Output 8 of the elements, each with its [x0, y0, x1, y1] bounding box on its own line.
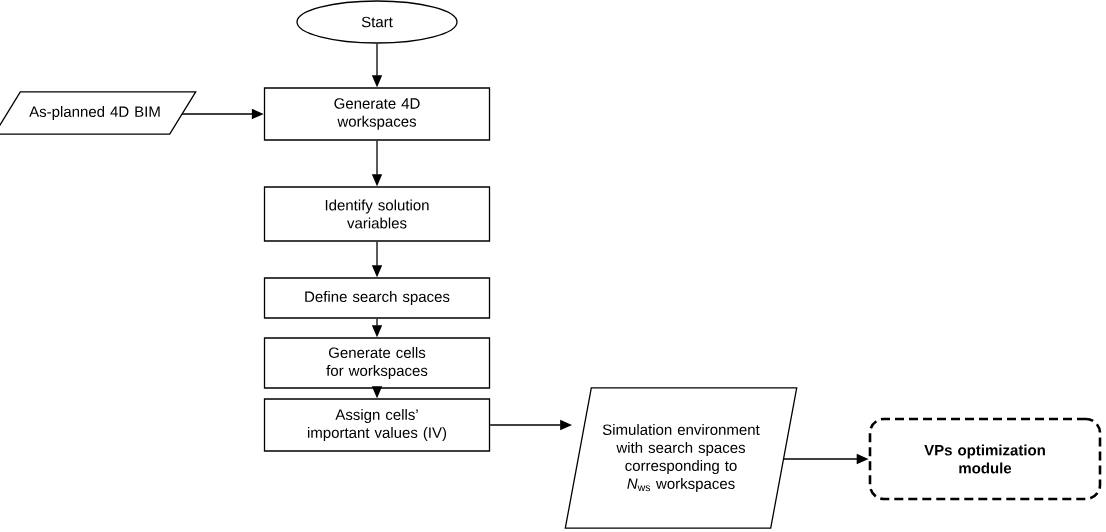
data-parallelogram: Simulation environment with search spaces corresponding to N$_{ws}$ workspaces — [564, 387, 798, 529]
process-box: Generate 4D workspaces — [263, 87, 491, 141]
module-box: VPs optimization module — [868, 417, 1102, 501]
process-box: Assign cells’ important values (IV) — [263, 398, 491, 452]
process-box: Define search spaces — [263, 277, 491, 319]
data-parallelogram: As-planned 4D BIM — [0, 91, 197, 135]
process-box: Generate cells for workspaces — [263, 337, 491, 389]
process-box: Identify solution variables — [263, 186, 491, 242]
